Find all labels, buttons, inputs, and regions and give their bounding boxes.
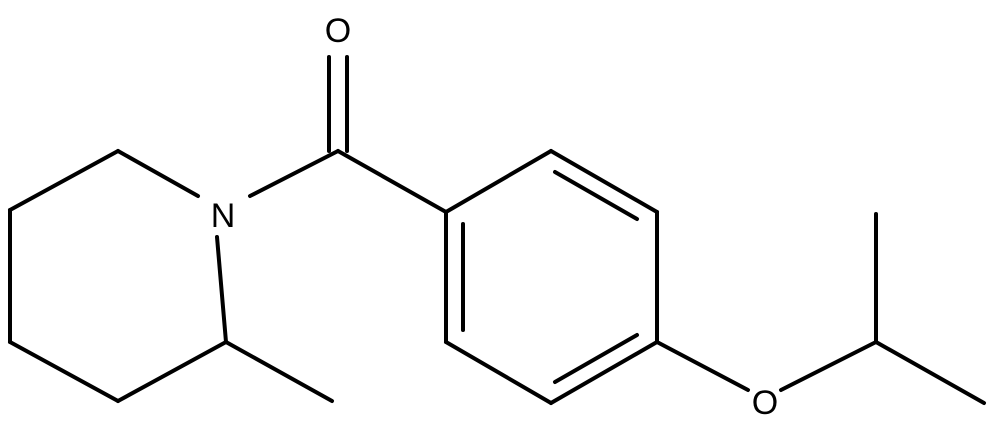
benzene-ring [444,149,659,405]
bond-o-ch [779,340,878,392]
bond-ar-inner-top [553,170,639,221]
bond-ch-methyl-right [874,340,986,405]
bond-ar4-o [655,340,750,392]
bond-c6-n [116,149,200,198]
bond-ar4-ar5 [549,340,659,405]
bond-ar1-ar2 [444,149,553,214]
bond-ar-inner-bottom [553,333,639,384]
bond-c5-c6 [8,149,120,212]
bond-n-carbonyl-c [248,149,340,198]
bond-ar5-ar6 [444,340,553,405]
ether-oxygen-label: O [752,384,778,422]
bond-methyl [224,340,334,403]
piperidine-ring [8,149,334,403]
bond-ar2-ar3 [549,149,659,214]
bond-c2-c3 [116,340,228,403]
bond-n-c2 [215,235,228,344]
carbonyl-group [248,55,448,214]
bond-c3-c4 [8,340,120,403]
isopropoxy-group [655,212,986,405]
carbonyl-oxygen-label: O [325,12,351,50]
bond-carbonyl-c-aryl [336,149,448,214]
nitrogen-label: N [211,197,236,235]
atom-labels: O N O [211,12,779,422]
